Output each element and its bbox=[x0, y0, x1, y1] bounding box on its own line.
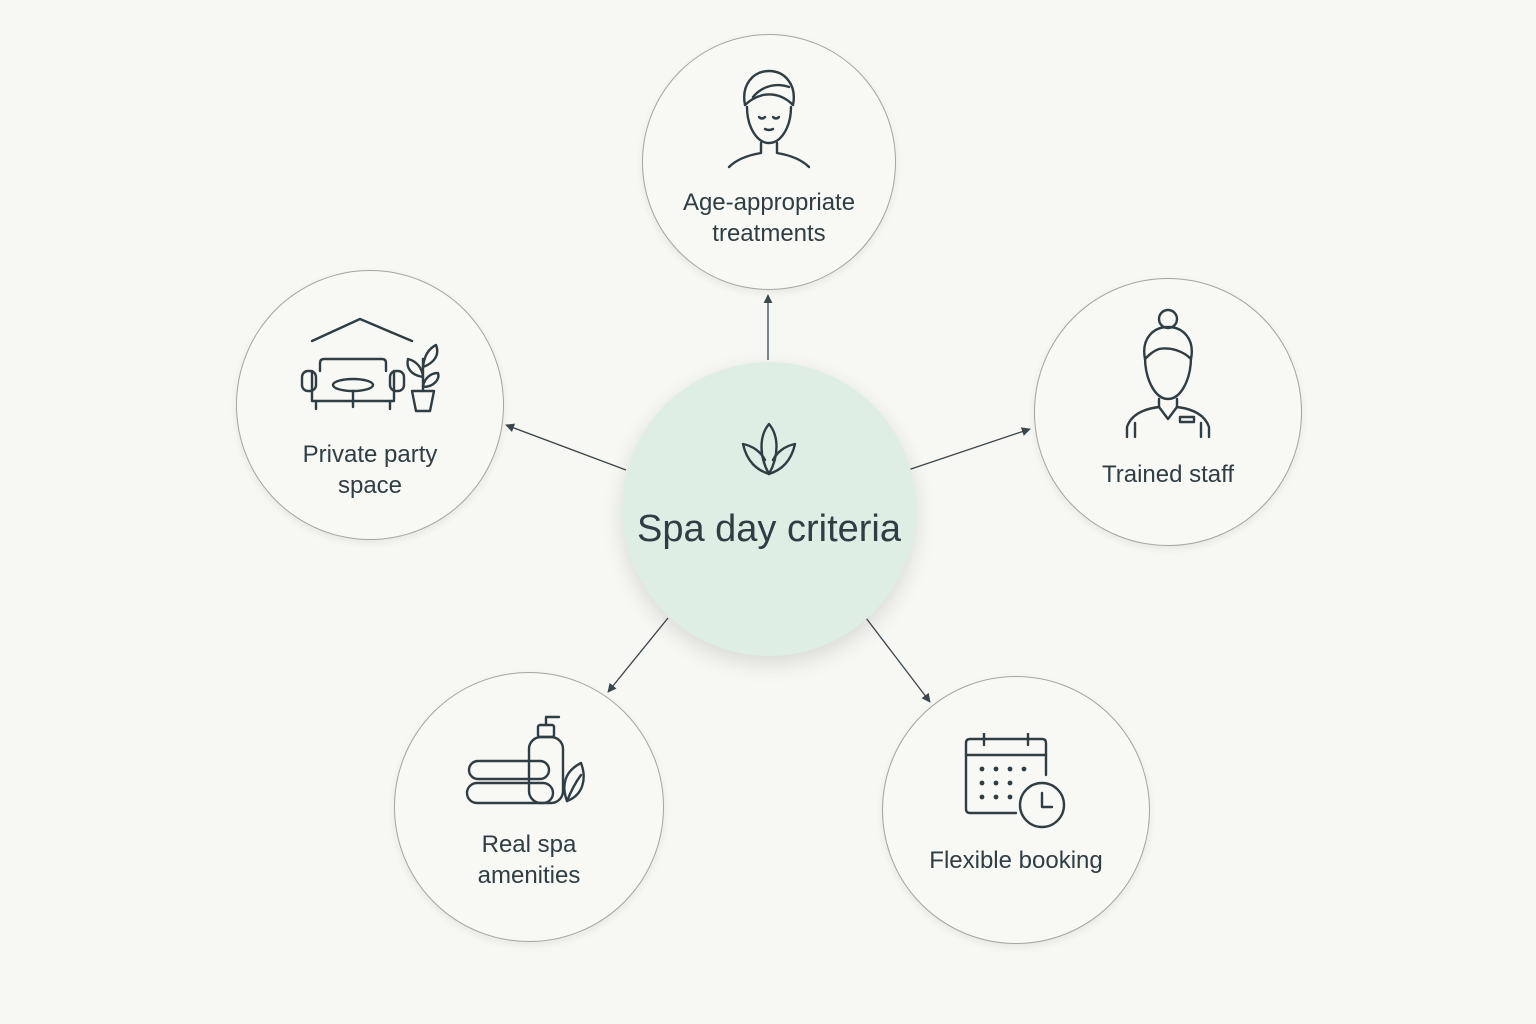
criteria-node-private-party-space: Private party space bbox=[236, 270, 504, 540]
criteria-node-flexible-booking: Flexible booking bbox=[882, 676, 1150, 944]
arrow-to-real-spa-amenities bbox=[607, 617, 669, 693]
criteria-label: Trained staff bbox=[1101, 461, 1235, 488]
criteria-label: Age-appropriate treatments bbox=[682, 189, 856, 247]
criteria-label: Flexible booking bbox=[929, 847, 1103, 874]
arrow-to-private-party bbox=[505, 423, 627, 471]
arrow-to-trained-staff bbox=[907, 427, 1031, 471]
arrow-to-flexible-booking bbox=[865, 617, 931, 703]
criteria-node-trained-staff: Trained staff bbox=[1034, 278, 1302, 546]
center-title: Spa day criteria bbox=[636, 508, 901, 550]
lotus-icon bbox=[741, 422, 797, 476]
center-node: Spa day criteria bbox=[622, 362, 916, 656]
woman-in-towel-icon bbox=[727, 69, 811, 169]
criteria-label: Private party space bbox=[302, 441, 438, 499]
criteria-node-real-spa-amenities: Real spa amenities bbox=[394, 672, 664, 942]
staff-member-icon bbox=[1125, 308, 1211, 439]
criteria-label: Real spa amenities bbox=[477, 831, 581, 889]
spa-products-icon bbox=[465, 715, 585, 805]
calendar-clock-icon bbox=[964, 733, 1066, 829]
lounge-room-icon bbox=[300, 317, 440, 413]
criteria-node-age-appropriate: Age-appropriate treatments bbox=[642, 34, 896, 290]
